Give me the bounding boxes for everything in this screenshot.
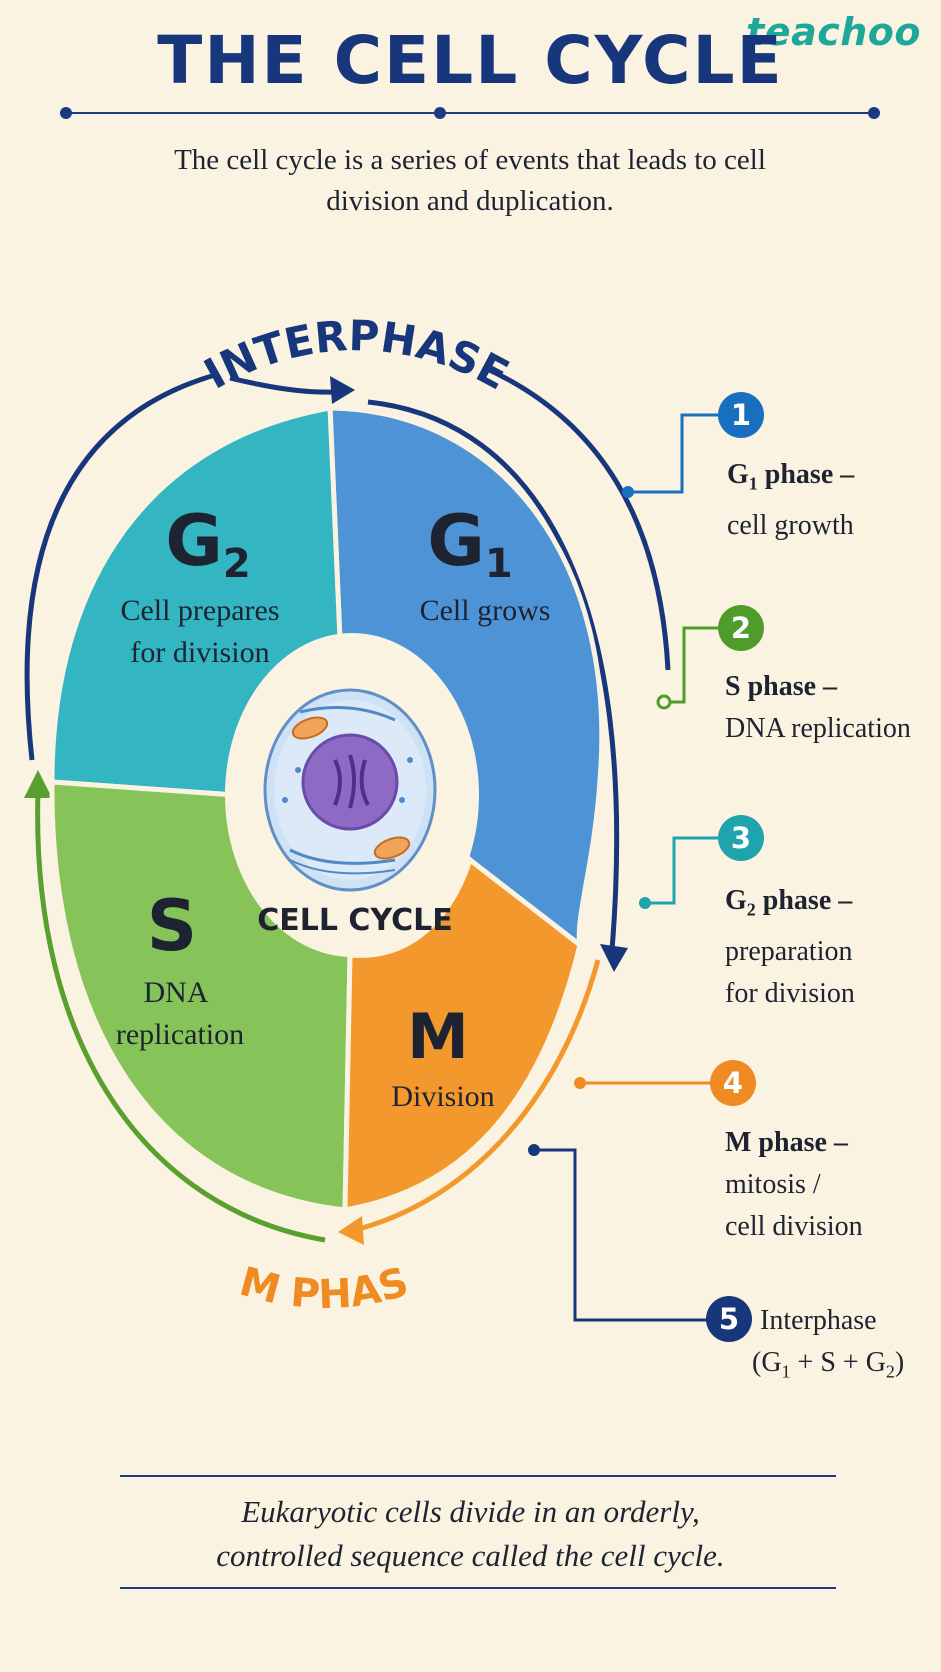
interphase-arc-top bbox=[229, 375, 339, 395]
cell-illustration bbox=[263, 688, 437, 892]
connector-2 bbox=[664, 626, 718, 704]
footer-note: Eukaryotic cells divide in an orderly, c… bbox=[100, 1490, 841, 1578]
step-2-label: S phase – DNA replication bbox=[725, 666, 911, 750]
connector-3 bbox=[645, 836, 718, 905]
segment-m-text: Division bbox=[391, 1080, 494, 1113]
connector-5 bbox=[534, 1148, 708, 1322]
segment-s-letter: S bbox=[147, 885, 197, 967]
step-3-label: G2 phase – preparation for division bbox=[725, 880, 855, 1015]
step-4-badge: 4 bbox=[710, 1060, 756, 1106]
interphase-arc-right bbox=[483, 365, 671, 671]
step-2-desc: DNA replication bbox=[725, 713, 911, 744]
segment-g1-text: Cell grows bbox=[420, 594, 551, 627]
step-5-badge: 5 bbox=[706, 1296, 752, 1342]
step-4-label: M phase – mitosis / cell division bbox=[725, 1122, 863, 1248]
subtitle-line-2: division and duplication. bbox=[326, 185, 614, 217]
step-5-title: Interphase bbox=[760, 1305, 877, 1336]
step-2-badge: 2 bbox=[718, 605, 764, 651]
subtitle-line-1: The cell cycle is a series of events tha… bbox=[174, 144, 766, 176]
connector-1 bbox=[628, 413, 718, 494]
step-2-title: S phase – bbox=[725, 671, 838, 702]
s-phase-arrow bbox=[24, 770, 52, 798]
divider-dot-right bbox=[868, 107, 880, 119]
step-4-desc-1: mitosis / bbox=[725, 1169, 821, 1200]
segment-s-text-2: replication bbox=[116, 1018, 244, 1051]
segment-m bbox=[342, 855, 583, 1213]
interphase-arc-inner bbox=[367, 399, 620, 951]
segment-g2-text-1: Cell prepares bbox=[120, 594, 279, 627]
interphase-arrow-bottom bbox=[600, 944, 628, 972]
interphase-label: INTERPHASE bbox=[196, 311, 517, 399]
center-label: CELL CYCLE bbox=[257, 903, 452, 938]
step-4-title: M phase – bbox=[725, 1127, 848, 1158]
segment-g1-letter: G1 bbox=[427, 500, 512, 587]
title-divider bbox=[66, 112, 874, 114]
step-1-desc: cell growth bbox=[727, 509, 854, 541]
subtitle: The cell cycle is a series of events tha… bbox=[120, 140, 820, 222]
segment-s-text-1: DNA bbox=[144, 976, 209, 1009]
divider-dot-center bbox=[434, 107, 446, 119]
footer-line-1: Eukaryotic cells divide in an orderly, bbox=[241, 1494, 700, 1529]
step-1-title: G1 phase – bbox=[727, 459, 855, 494]
step-5-formula: (G1 + S + G2) bbox=[752, 1347, 905, 1382]
footer-rule-bottom bbox=[120, 1587, 836, 1589]
footer-rule-top bbox=[120, 1475, 836, 1477]
step-1-badge: 1 bbox=[718, 392, 764, 438]
segment-g2-letter: G2 bbox=[165, 500, 250, 587]
step-3-title: G2 phase – bbox=[725, 885, 853, 920]
divider-dot-left bbox=[60, 107, 72, 119]
segment-g2-text-2: for division bbox=[130, 636, 269, 669]
nucleus bbox=[301, 733, 399, 831]
s-phase-arc bbox=[35, 789, 326, 1243]
step-5-label: Interphase bbox=[760, 1300, 877, 1342]
m-phase-arc bbox=[354, 959, 601, 1233]
interphase-arrow-top bbox=[330, 376, 355, 404]
page-title: THE CELL CYCLE bbox=[157, 22, 784, 99]
segment-m-letter: M bbox=[407, 1000, 469, 1073]
footer-line-2: controlled sequence called the cell cycl… bbox=[216, 1538, 725, 1573]
step-1-label: G1 phase – cell growth bbox=[727, 454, 854, 547]
m-phase-arrow bbox=[338, 1216, 364, 1245]
step-4-desc-2: cell division bbox=[725, 1211, 863, 1242]
step-3-desc-2: for division bbox=[725, 977, 855, 1009]
teachoo-logo: teachoo bbox=[746, 10, 921, 54]
step-3-desc-1: preparation bbox=[725, 935, 853, 967]
interphase-arc-left bbox=[24, 372, 216, 761]
step-3-badge: 3 bbox=[718, 815, 764, 861]
